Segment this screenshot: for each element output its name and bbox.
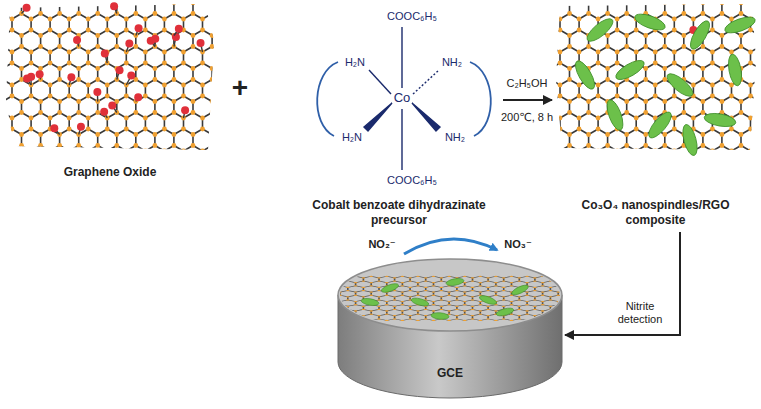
- ligand-formula: H₂N: [345, 56, 365, 68]
- figure-panel: Cobalt benzoate dihydrazinate precursor: [295, 0, 503, 232]
- ligand-formula: COOC₆H₅: [387, 10, 437, 22]
- ligand-formula: NH₂: [445, 131, 465, 143]
- panel-caption: GCE: [437, 366, 463, 381]
- graphene-oxide-lattice: [0, 0, 243, 170]
- redox-arrow: [404, 239, 497, 254]
- arrow-label: C₂H₅OH: [504, 77, 549, 90]
- figure-panel: GCE: [335, 255, 565, 403]
- metal-center: Co: [394, 91, 411, 105]
- ion-label: NO₃⁻: [504, 238, 531, 250]
- ligand-formula: NH₂: [442, 56, 462, 68]
- arrow-label: Nitrite detection: [609, 300, 671, 326]
- chelate-arcs: [317, 62, 491, 136]
- reaction-condition: 200℃, 8 h: [501, 111, 553, 123]
- process-arrow: [503, 99, 552, 101]
- ligand-formula: COOC₆H₅: [387, 174, 437, 186]
- co3o4-nanospindles: [572, 11, 757, 157]
- figure-panel: Graphene Oxide: [0, 0, 220, 182]
- process-arrow: [565, 232, 680, 335]
- panel-caption: Co₃O₄ nanospindles/RGO composite: [568, 198, 743, 228]
- glassy-carbon-electrode: [315, 259, 591, 398]
- complex-bonds: [364, 27, 440, 170]
- oxygen-groups: [22, 2, 205, 134]
- panel-caption: Cobalt benzoate dihydrazinate precursor: [299, 198, 499, 228]
- rgo-lattice: [529, 0, 761, 170]
- figure-panel: Co₃O₄ nanospindles/RGO composite: [552, 0, 759, 232]
- plus-sign: +: [232, 73, 248, 104]
- panel-caption: Graphene Oxide: [64, 165, 157, 180]
- ligand-formula: H₂N: [342, 131, 362, 143]
- ion-label: NO₂⁻: [368, 238, 395, 250]
